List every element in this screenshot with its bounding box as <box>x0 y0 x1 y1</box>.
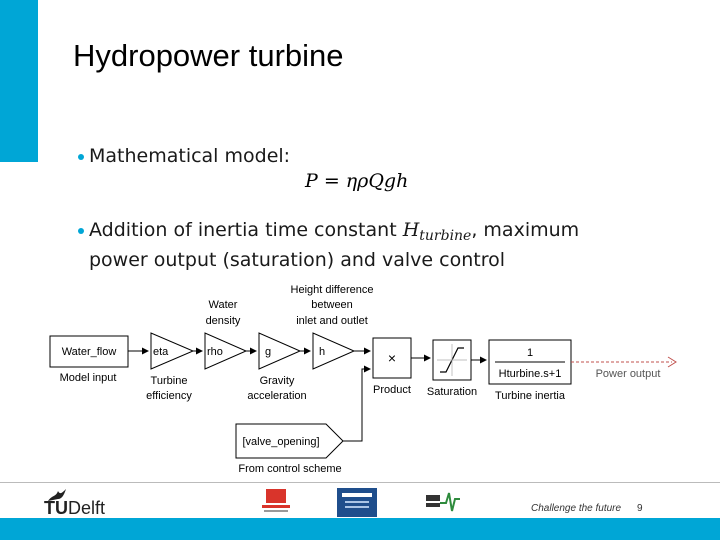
valve-opening-label: [valve_opening] <box>242 436 319 448</box>
power-output-caption: Power output <box>596 368 661 380</box>
water-caption: Water <box>209 299 238 311</box>
flame-icon <box>48 489 66 501</box>
bullet-inertia-text-end: , maximum power output (saturation) and … <box>89 219 580 271</box>
math-h: H <box>402 219 420 241</box>
slide-title: Hydropower turbine <box>73 38 344 73</box>
math-subscript: turbine <box>419 228 472 244</box>
water-flow-label: Water_flow <box>62 346 117 358</box>
turbine-inertia-caption: Turbine inertia <box>495 390 566 402</box>
gain-h-block[interactable]: h <box>312 332 356 370</box>
bullet-inertia: Addition of inertia time constant Hturbi… <box>89 218 629 272</box>
gain-g-label: g <box>265 346 271 358</box>
gain-g-block[interactable]: g <box>258 332 302 370</box>
turbine-caption: Turbine <box>151 375 188 387</box>
gain-eta-label: eta <box>153 346 169 358</box>
height-difference-caption: Height difference <box>291 284 374 296</box>
footer-slogan: Challenge the future <box>531 503 622 514</box>
from-control-caption: From control scheme <box>238 463 341 475</box>
gain-rho-label: rho <box>207 346 223 358</box>
gain-rho-block[interactable]: rho <box>204 332 248 370</box>
saturation-caption: Saturation <box>427 386 477 398</box>
saturation-block[interactable] <box>432 339 472 381</box>
bullet-inertia-text: Addition of inertia time constant <box>89 219 403 241</box>
tf-numerator: 1 <box>527 347 533 359</box>
simulink-diagram: Water_flow Model input eta Turbine effic… <box>49 284 677 475</box>
acceleration-caption: acceleration <box>247 390 306 402</box>
model-input-caption: Model input <box>60 372 117 384</box>
valve-opening-from-block[interactable]: [valve_opening] <box>235 423 344 459</box>
bullet-mathematical-model: Mathematical model: <box>89 145 291 167</box>
page-number: 9 <box>637 503 643 514</box>
partner-logo-3 <box>424 489 462 515</box>
tudelft-logo: TUDelft <box>44 489 106 518</box>
turbine-inertia-block[interactable]: 1 Hturbine.s+1 <box>488 339 572 385</box>
logo-delft: Delft <box>68 498 106 518</box>
footer-bar <box>0 518 720 540</box>
between-caption: between <box>311 299 353 311</box>
inlet-outlet-caption: inlet and outlet <box>296 315 368 327</box>
ieee-logo <box>337 488 377 517</box>
bullet-dot <box>78 154 84 160</box>
density-caption: density <box>206 315 241 327</box>
product-block[interactable]: × <box>372 337 412 379</box>
water-flow-block[interactable]: Water_flow <box>49 335 129 368</box>
gain-eta-block[interactable]: eta <box>150 332 195 370</box>
efficiency-caption: efficiency <box>146 390 192 402</box>
partner-logo-1 <box>258 489 294 515</box>
tf-denominator: Hturbine.s+1 <box>499 368 562 380</box>
logo-tu: TU <box>44 498 68 518</box>
accent-bar <box>0 0 38 162</box>
output-arrow-icon <box>667 356 677 368</box>
gain-h-label: h <box>319 346 325 358</box>
power-equation: P = ηρQgh <box>305 170 409 192</box>
bullet-dot <box>78 228 84 234</box>
gravity-caption: Gravity <box>260 375 295 387</box>
product-caption: Product <box>373 384 411 396</box>
footer-divider <box>0 482 720 483</box>
multiply-icon: × <box>388 350 396 366</box>
